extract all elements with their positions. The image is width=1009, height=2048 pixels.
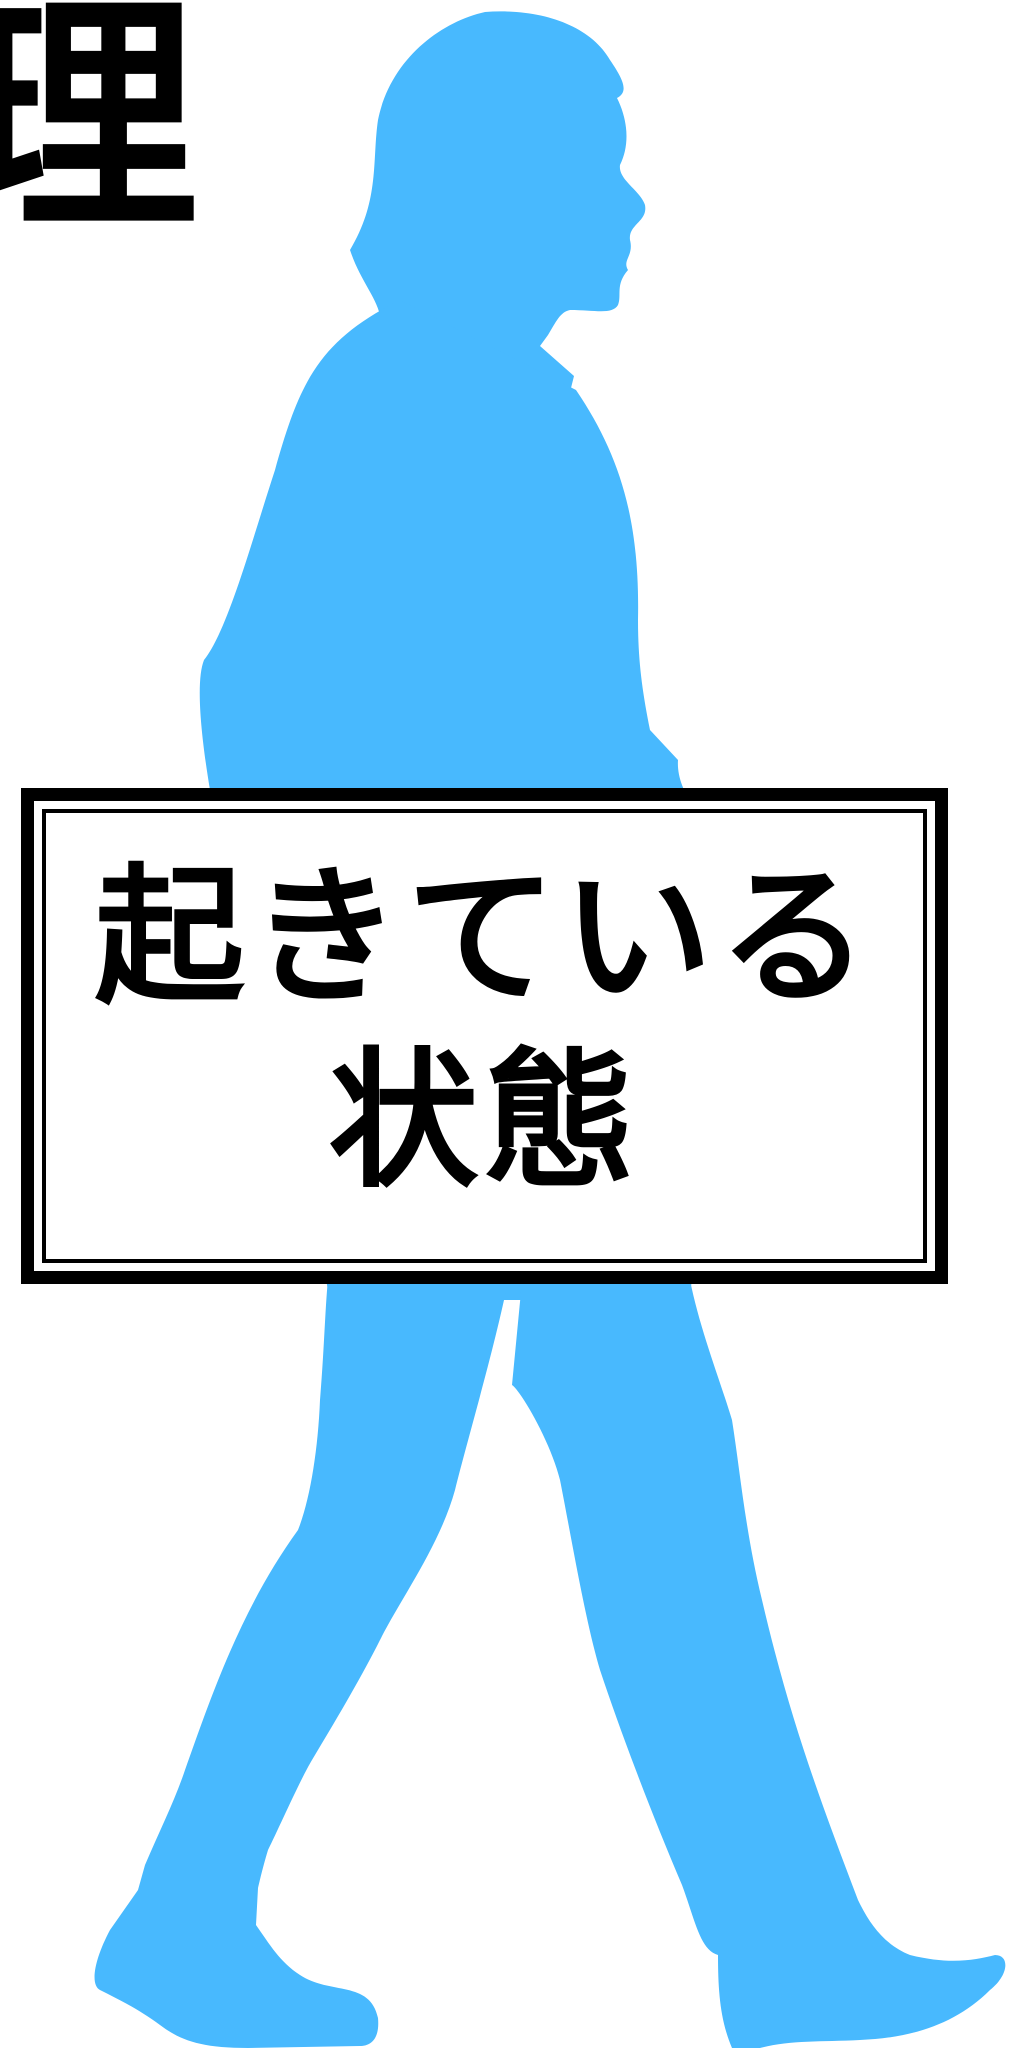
caption-line-1: 起きている <box>94 851 875 1025</box>
silhouette-back-leg <box>94 1260 513 2048</box>
silhouette-front-leg <box>512 1250 1006 2048</box>
caption-box-inner-border <box>42 809 927 1263</box>
silhouette-head <box>350 11 646 392</box>
corner-glyph: 理 <box>0 0 198 264</box>
caption-line-2: 状態 <box>328 1035 641 1209</box>
caption-box: 起きている 状態 <box>21 788 948 1284</box>
